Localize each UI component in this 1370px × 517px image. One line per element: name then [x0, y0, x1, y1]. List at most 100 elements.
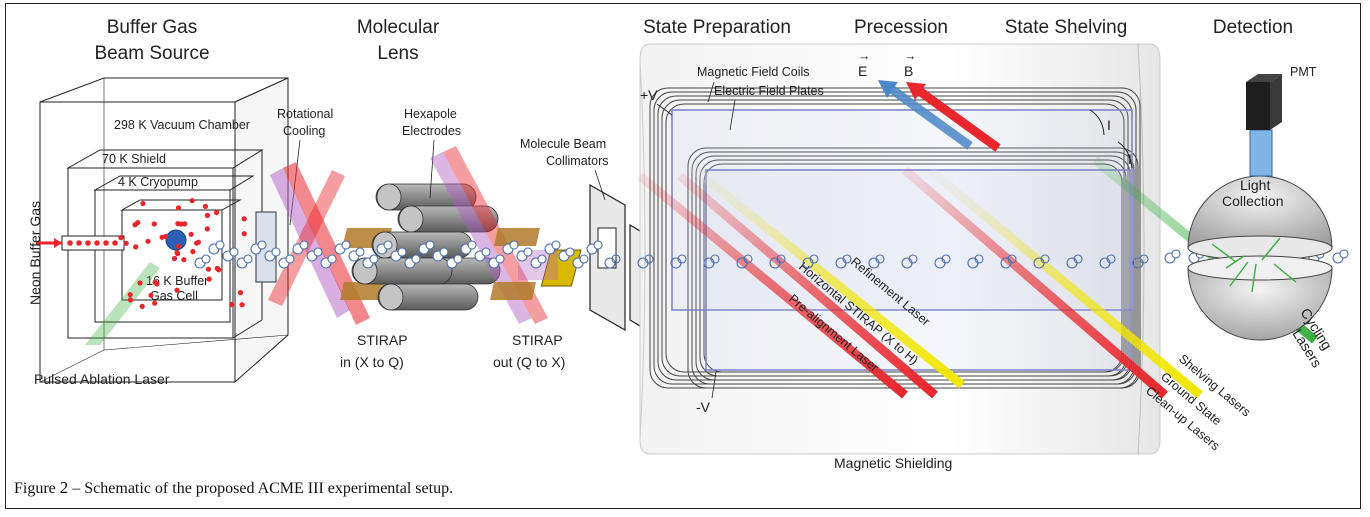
- molecule: [292, 240, 309, 255]
- rot-cooling-laser-purple: [270, 168, 350, 318]
- molecule: [446, 254, 463, 269]
- buffer-gas-particle: [127, 297, 133, 303]
- stirap-in-laser: [268, 170, 345, 306]
- ablation-target: [165, 229, 187, 251]
- molecule: [390, 247, 407, 262]
- field-vectors: E → B →: [858, 49, 1001, 152]
- molecule: [572, 254, 589, 269]
- buffer-gas-particle: [189, 198, 195, 204]
- ground-state-cleanup-laser: [902, 166, 1168, 399]
- molecule: [404, 254, 421, 269]
- label-electric-field-plates: Electric Field Plates: [714, 84, 824, 98]
- buffer-gas-particle: [204, 226, 210, 232]
- heading-state-prep: State Preparation: [643, 17, 791, 38]
- stirap-out-plate-top: [494, 228, 540, 246]
- heading-source-1: Buffer Gas: [107, 17, 197, 38]
- fluorescence-arrows: [1211, 237, 1297, 293]
- buffer-gas-particle: [176, 243, 182, 249]
- molecule: [835, 254, 852, 269]
- molecule: [362, 254, 379, 269]
- molecule: [586, 240, 603, 255]
- molecule: [306, 247, 323, 262]
- buffer-gas-particle: [171, 255, 178, 262]
- pmt-box: [1246, 82, 1270, 130]
- molecule: [334, 240, 351, 255]
- label-magnetic-field-coils: Magnetic Field Coils: [697, 65, 810, 79]
- lens-laser-purple: [430, 152, 532, 324]
- label-buffer-cell-1: 16 K Buffer: [146, 274, 208, 288]
- light-pipe: [1249, 129, 1273, 177]
- buffer-gas-particle: [148, 292, 154, 298]
- heading-detection: Detection: [1213, 17, 1293, 38]
- label-rotational-2: Cooling: [283, 124, 325, 138]
- fluorescence-photon: [1261, 237, 1281, 261]
- buffer-gas-particle: [152, 279, 158, 285]
- caption-text: – Schematic of the proposed ACME III exp…: [68, 480, 454, 497]
- molecule: [320, 254, 337, 269]
- light-collection-lower-hemisphere: [1187, 267, 1333, 341]
- molecule: [222, 247, 239, 262]
- neon-particle: [103, 240, 109, 246]
- buffer-gas-particle: [133, 244, 139, 250]
- molecule: [474, 247, 491, 262]
- molecule: [376, 240, 393, 255]
- molecule: [530, 254, 547, 269]
- buffer-gas-particle: [202, 203, 209, 209]
- label-70k-shield: 70 K Shield: [102, 152, 166, 166]
- molecule: [901, 254, 918, 269]
- shelving-laser: [927, 166, 1203, 399]
- label-4k-cryopump: 4 K Cryopump: [118, 175, 198, 189]
- buffer-gas-particle: [174, 249, 180, 256]
- buffer-gas-particle: [195, 239, 201, 245]
- molecule: [558, 247, 575, 262]
- neon-particle: [85, 240, 91, 246]
- label-b-vector: B: [904, 63, 913, 79]
- molecule: [516, 247, 533, 262]
- heading-precession: Precession: [854, 17, 948, 38]
- label-vacuum-chamber: 298 K Vacuum Chamber: [114, 118, 250, 132]
- fluorescence-photon: [1229, 261, 1249, 287]
- label-hexapole-1: Hexapole: [404, 107, 457, 121]
- buffer-gas-particle: [241, 231, 247, 237]
- fluorescence-photon: [1273, 263, 1297, 283]
- molecule: [278, 254, 295, 269]
- electric-field-plate-bottom: [705, 169, 1131, 371]
- buffer-gas-particle: [205, 266, 212, 272]
- field-coils-and-plates: +V -V Magnetic Field Coils Electric Fiel…: [640, 65, 1141, 415]
- interaction-lasers: [637, 156, 1318, 399]
- e-vector-arrow: →: [858, 49, 871, 63]
- buffer-gas-particle: [135, 220, 141, 226]
- buffer-gas-particle: [152, 300, 158, 306]
- buffer-gas-particle: [159, 234, 165, 240]
- label-magnetic-shielding: Magnetic Shielding: [834, 455, 952, 471]
- buffer-gas-particle: [214, 265, 220, 271]
- molecule: [418, 240, 435, 255]
- horizontal-stirap-laser: [677, 172, 938, 399]
- molecule: [1099, 254, 1116, 269]
- molecule: [1066, 254, 1083, 269]
- buffer-gas-particle: [178, 221, 184, 227]
- buffer-gas-particle: [127, 292, 133, 298]
- buffer-gas-particle: [139, 303, 145, 309]
- buffer-gas-particle: [123, 240, 129, 246]
- label-light-collection-1: Light: [1240, 177, 1270, 193]
- molecule: [934, 254, 951, 269]
- buffer-gas-particle: [239, 302, 245, 308]
- neon-particle: [94, 240, 100, 246]
- stirap-in-plate-bottom: [340, 282, 388, 300]
- fluorescence-photon: [1251, 263, 1257, 293]
- heading-state-shelving: State Shelving: [1005, 17, 1128, 38]
- lower-hemisphere-rim: [1187, 255, 1333, 281]
- buffer-gas-particle: [214, 209, 220, 216]
- label-minus-v: -V: [696, 399, 711, 415]
- hexapole-rod: [375, 183, 477, 211]
- label-collimators-2: Collimators: [546, 154, 609, 168]
- molecule: [637, 254, 654, 269]
- neon-particle: [112, 240, 118, 246]
- molecule: [236, 254, 253, 269]
- hexapole-rod: [397, 205, 499, 233]
- fluorescence-photon: [1225, 255, 1245, 269]
- molecule: [348, 247, 365, 262]
- buffer-gas-particle: [241, 216, 247, 222]
